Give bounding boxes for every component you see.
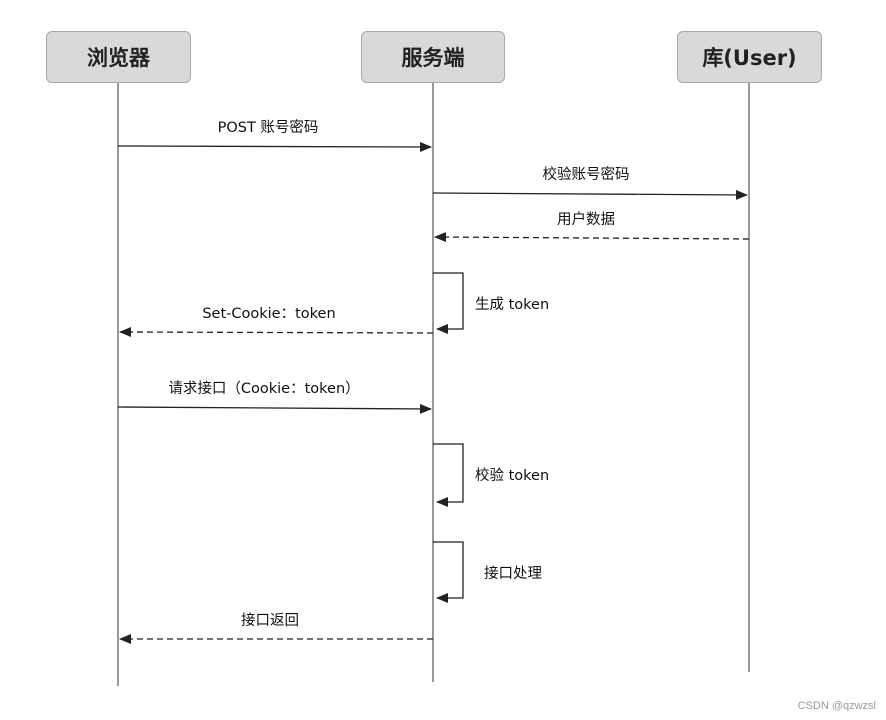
arrow-request-api bbox=[117, 403, 432, 414]
label-set-cookie: Set-Cookie：token bbox=[202, 306, 336, 322]
actor-server: 服务端 bbox=[361, 31, 505, 83]
arrow-user-data bbox=[434, 232, 750, 243]
label-post-credentials: POST 账号密码 bbox=[217, 120, 319, 136]
label-user-data: 用户数据 bbox=[557, 212, 615, 228]
actor-server-label: 服务端 bbox=[401, 46, 465, 70]
actor-database: 库(User) bbox=[677, 31, 822, 83]
actor-browser-label: 浏览器 bbox=[87, 46, 150, 70]
label-api-response: 接口返回 bbox=[241, 613, 299, 629]
label-handle-request: 接口处理 bbox=[484, 566, 542, 582]
self-loop-generate-token bbox=[433, 272, 464, 334]
arrow-post-credentials bbox=[117, 141, 432, 152]
label-verify-token: 校验 token bbox=[475, 468, 550, 484]
label-generate-token: 生成 token bbox=[475, 297, 550, 313]
self-loop-handle-request bbox=[433, 541, 464, 603]
self-loop-verify-token bbox=[433, 443, 464, 507]
arrow-set-cookie bbox=[119, 327, 434, 338]
watermark: CSDN @qzwzsl bbox=[797, 700, 876, 712]
actor-database-label: 库(User) bbox=[702, 46, 797, 70]
label-request-api: 请求接口（Cookie：token） bbox=[168, 381, 360, 397]
label-verify-credentials: 校验账号密码 bbox=[542, 167, 630, 183]
arrow-verify-credentials bbox=[432, 189, 748, 200]
actor-browser: 浏览器 bbox=[46, 31, 191, 83]
